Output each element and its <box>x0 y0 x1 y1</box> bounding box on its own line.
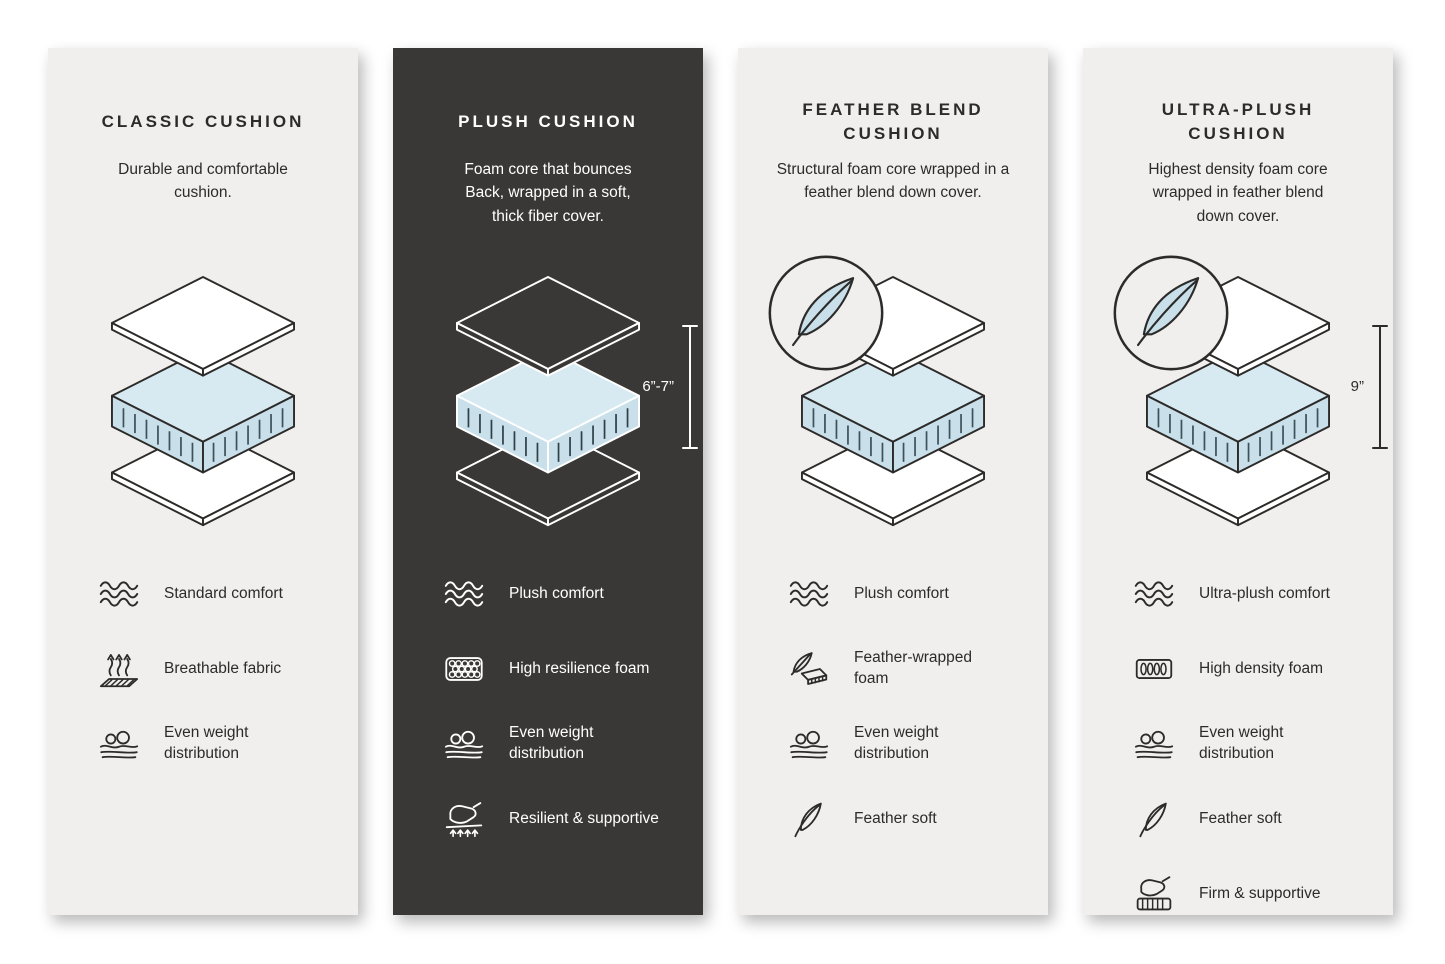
feature-list: Plush comfort Feather-wrapped foam Even … <box>764 568 1022 845</box>
feature-list: Standard comfort Breathable fabric Even … <box>74 568 332 770</box>
panel-plush-cushion: PLUSH CUSHION Foam core that bounces Bac… <box>393 48 703 915</box>
feature-item: Ultra-plush comfort <box>1131 568 1361 620</box>
feature-item: Standard comfort <box>96 568 326 620</box>
feature-item: Feather soft <box>786 793 1016 845</box>
feather-badge-icon <box>1113 255 1229 370</box>
cushion-illustration <box>74 252 332 552</box>
feature-list: Ultra-plush comfort High density foam Ev… <box>1109 568 1367 915</box>
feature-item: Feather soft <box>1131 793 1361 845</box>
resilient-supportive-icon <box>441 799 487 839</box>
feature-item: High resilience foam <box>441 643 671 695</box>
feather-badge-icon <box>768 255 884 370</box>
cushion-illustration: 6”-7” <box>419 252 698 552</box>
feature-item: High density foam <box>1131 643 1361 695</box>
feature-item: Plush comfort <box>786 568 1016 620</box>
feature-label: Feather soft <box>1199 809 1282 827</box>
feature-item: Even weight distribution <box>1131 718 1361 770</box>
feather-icon <box>786 799 832 839</box>
feature-item: Even weight distribution <box>441 718 671 770</box>
feature-label: Feather soft <box>854 809 937 827</box>
ruler-icon <box>1372 324 1388 449</box>
feature-list: Plush comfort High resilience foam Even … <box>419 568 677 845</box>
layered-cushion-diagram-icon <box>110 275 296 526</box>
feature-label: Plush comfort <box>509 584 604 602</box>
cushion-illustration <box>764 252 1022 552</box>
feature-label: Even weight distribution <box>854 724 939 762</box>
panel-description: Foam core that bounces Back, wrapped in … <box>464 161 632 225</box>
panel-title: ULTRA-PLUSH CUSHION <box>1161 100 1315 143</box>
measurement-label: 6”-7” <box>642 378 674 395</box>
wave-comfort-icon <box>1131 574 1177 614</box>
measurement-label: 9” <box>1350 378 1364 395</box>
feature-label: Even weight distribution <box>1199 724 1284 762</box>
resilience-foam-icon <box>441 649 487 689</box>
wave-comfort-icon <box>441 574 487 614</box>
even-weight-icon <box>786 724 832 764</box>
feather-wrapped-foam-icon <box>786 649 832 689</box>
panel-description: Highest density foam core wrapped in fea… <box>1148 161 1328 225</box>
high-density-foam-icon <box>1131 649 1177 689</box>
feature-label: Ultra-plush comfort <box>1199 584 1330 602</box>
panel-title: FEATHER BLEND CUSHION <box>802 100 984 143</box>
panel-description: Durable and comfortable cushion. <box>118 161 288 202</box>
height-measurement: 6”-7” <box>642 323 699 451</box>
feature-label: Resilient & supportive <box>509 809 659 827</box>
feature-item: Plush comfort <box>441 568 671 620</box>
firm-supportive-icon <box>1131 874 1177 914</box>
panel-title: CLASSIC CUSHION <box>101 112 305 132</box>
feature-label: Even weight distribution <box>509 724 594 762</box>
panel-ultra-plush-cushion: ULTRA-PLUSH CUSHION Highest density foam… <box>1083 48 1393 915</box>
feature-label: Breathable fabric <box>164 659 282 677</box>
ruler-icon <box>682 324 698 449</box>
breathable-fabric-icon <box>96 649 142 689</box>
feature-item: Resilient & supportive <box>441 793 671 845</box>
panel-feather-blend-cushion: FEATHER BLEND CUSHION Structural foam co… <box>738 48 1048 915</box>
feature-label: Firm & supportive <box>1199 884 1321 902</box>
layered-cushion-diagram-icon <box>455 275 641 526</box>
feature-label: High density foam <box>1199 659 1324 677</box>
feature-item: Firm & supportive <box>1131 868 1361 915</box>
feature-label: Feather-wrapped foam <box>854 649 973 687</box>
even-weight-icon <box>96 724 142 764</box>
feature-label: High resilience foam <box>509 659 650 677</box>
panel-classic-cushion: CLASSIC CUSHION Durable and comfortable … <box>48 48 358 915</box>
cushion-illustration: 9” <box>1109 252 1388 552</box>
height-measurement: 9” <box>1351 323 1389 451</box>
feature-item: Even weight distribution <box>96 718 326 770</box>
even-weight-icon <box>441 724 487 764</box>
feature-item: Even weight distribution <box>786 718 1016 770</box>
feature-label: Even weight distribution <box>164 724 249 762</box>
feature-label: Standard comfort <box>164 584 283 602</box>
feature-item: Breathable fabric <box>96 643 326 695</box>
even-weight-icon <box>1131 724 1177 764</box>
feather-icon <box>1131 799 1177 839</box>
panel-description: Structural foam core wrapped in a feathe… <box>776 161 1010 202</box>
wave-comfort-icon <box>786 574 832 614</box>
feature-label: Plush comfort <box>854 584 949 602</box>
wave-comfort-icon <box>96 574 142 614</box>
feature-item: Feather-wrapped foam <box>786 643 1016 695</box>
panel-title: PLUSH CUSHION <box>458 112 638 132</box>
